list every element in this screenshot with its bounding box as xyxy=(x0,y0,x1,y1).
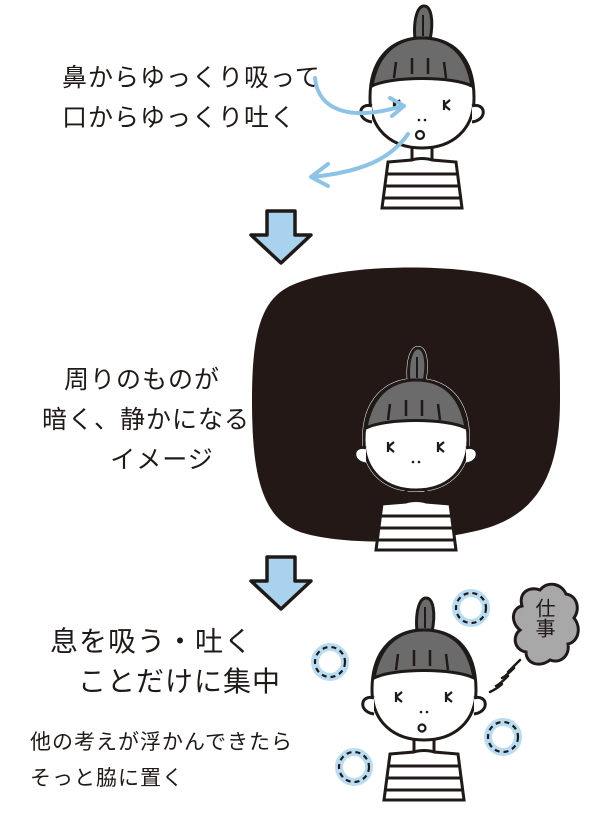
down-arrow-icon xyxy=(249,209,313,265)
thought-cloud-icon xyxy=(512,582,580,666)
caption-line: 暗く、静かになる xyxy=(42,405,251,434)
caption-line: 口からゆっくり吐く xyxy=(62,103,297,132)
step-3-subcaption: 他の考えが浮かんできたら そっと脇に置く xyxy=(30,724,293,796)
caption-line: そっと脇に置く xyxy=(30,766,184,790)
caption-line: 息を吸う・吐く xyxy=(50,625,254,658)
thought-cloud-text: 仕事 xyxy=(532,598,556,638)
bubble-icon xyxy=(339,752,369,782)
bubble-icon xyxy=(488,722,518,752)
down-arrow-icon xyxy=(249,555,313,611)
girl-breathing-figure xyxy=(359,4,485,210)
thought-trail xyxy=(488,658,522,694)
girl-focused-figure xyxy=(361,596,487,802)
caption-line: 鼻からゆっくり吸って xyxy=(62,63,321,92)
caption-line: ことだけに集中 xyxy=(78,665,282,698)
bubble-icon xyxy=(315,647,345,677)
step-3-caption: 息を吸う・吐く ことだけに集中 xyxy=(50,622,281,702)
step-1-caption: 鼻からゆっくり吸って 口からゆっくり吐く xyxy=(62,58,321,138)
breath-in-arrow-icon xyxy=(313,76,404,116)
caption-line: 周りのものが xyxy=(63,365,220,394)
step-2-caption: 周りのものが 暗く、静かになる イメージ xyxy=(42,360,251,480)
caption-line: 他の考えが浮かんできたら xyxy=(30,730,293,754)
girl-calm-figure xyxy=(353,345,479,552)
breath-out-arrow-icon xyxy=(310,132,410,179)
caption-line: イメージ xyxy=(110,445,214,474)
bubble-icon xyxy=(456,593,486,623)
